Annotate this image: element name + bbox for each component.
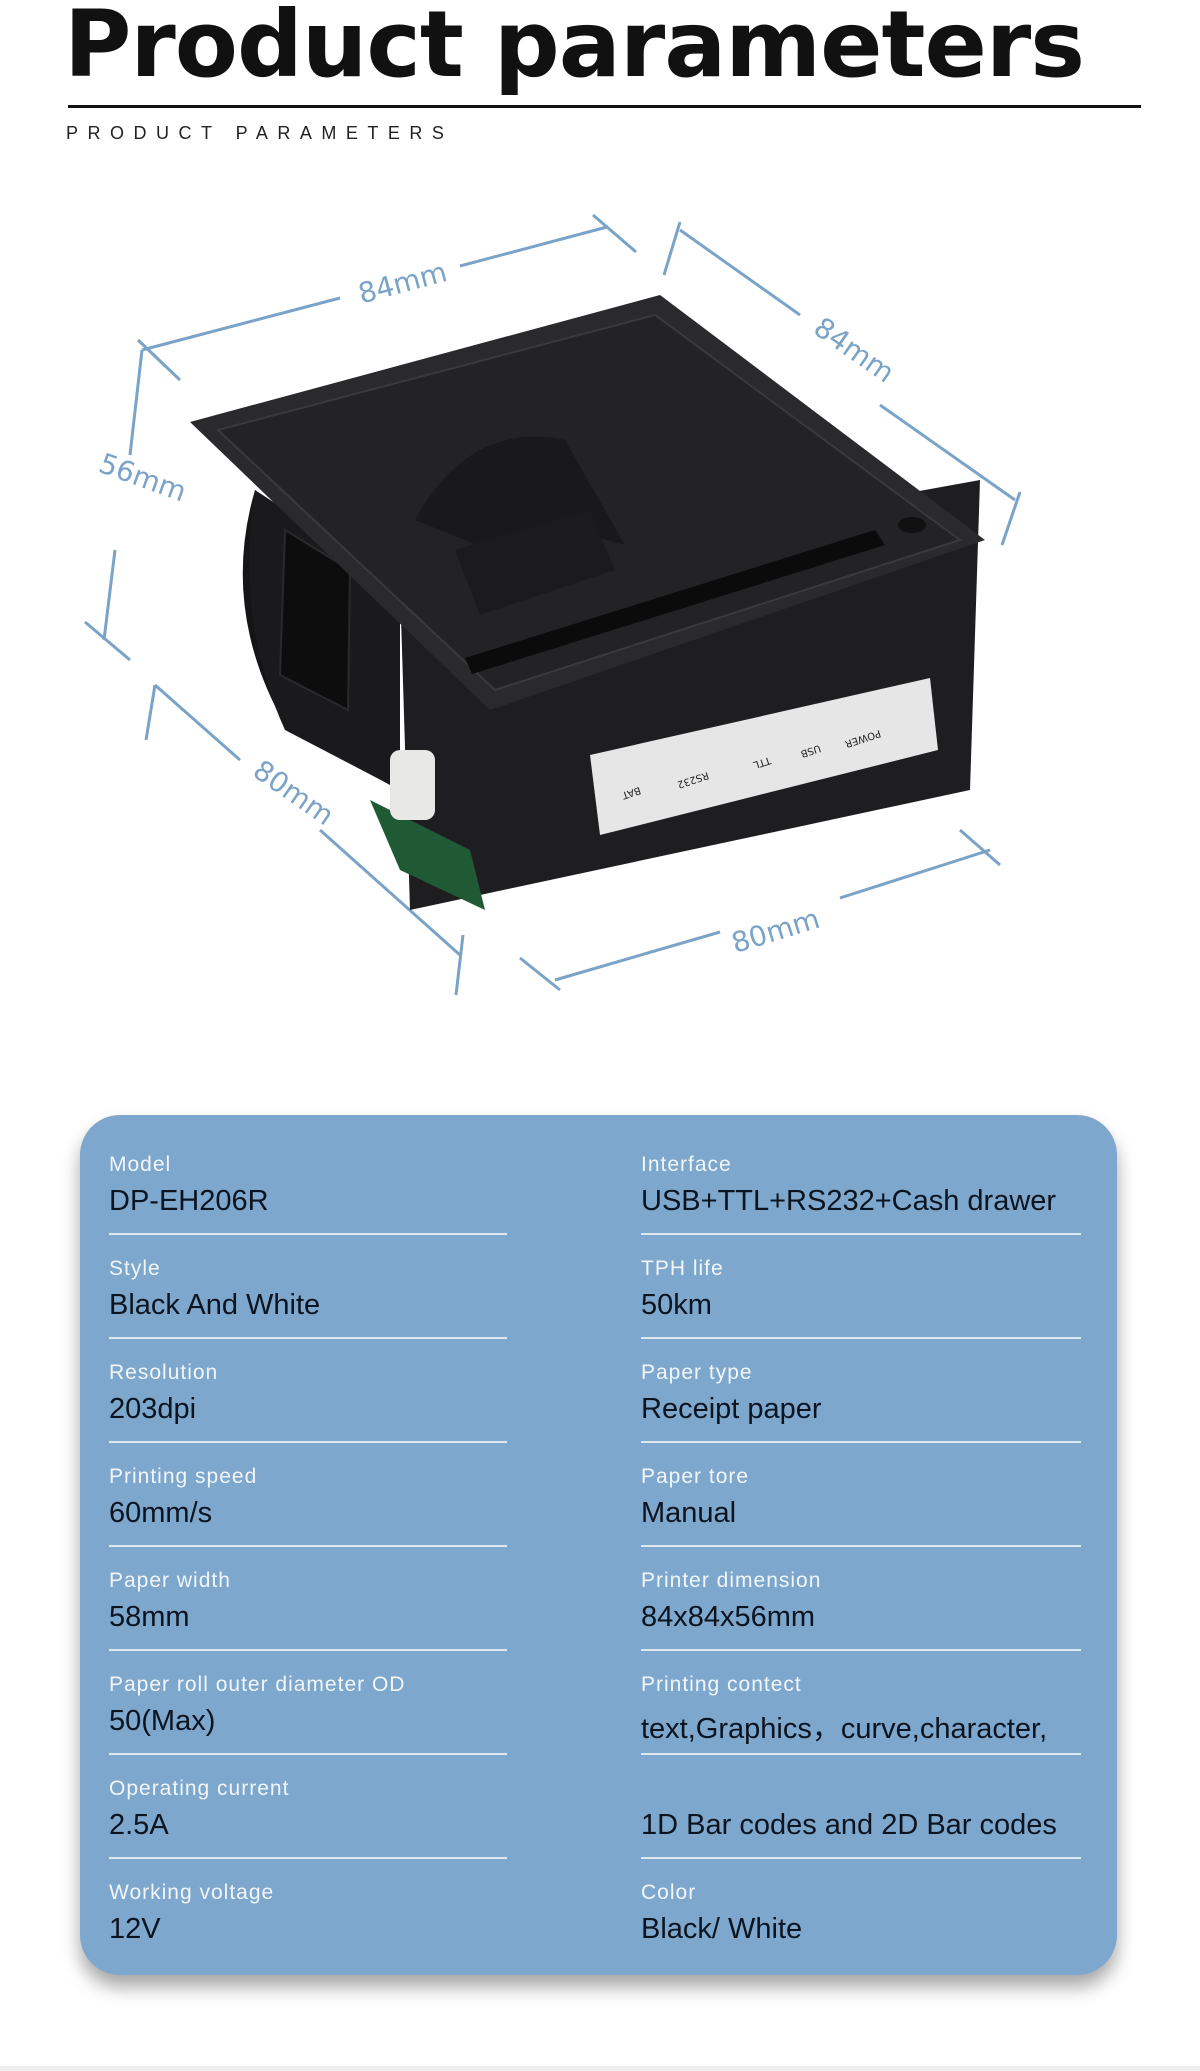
spec-divider: [109, 1753, 507, 1755]
title-underline: [68, 105, 1141, 108]
spec-value: 50km: [641, 1289, 712, 1321]
spec-value: Receipt paper: [641, 1393, 822, 1425]
spec-label: Printing speed: [109, 1465, 258, 1488]
spec-label: Printing contect: [641, 1673, 802, 1696]
spec-value: USB+TTL+RS232+Cash drawer: [641, 1185, 1057, 1217]
spec-divider: [109, 1337, 507, 1339]
page-title: Product parameters: [64, 0, 1085, 98]
spec-value: 203dpi: [109, 1393, 197, 1425]
spec-label: Operating current: [109, 1777, 290, 1800]
dim-label-top-right: 84mm: [808, 311, 901, 390]
spec-divider: [641, 1441, 1081, 1443]
spec-divider: [641, 1857, 1081, 1859]
spec-item: Resolution 203dpi: [109, 1353, 507, 1457]
spec-label: Paper roll outer diameter OD: [109, 1673, 406, 1696]
spec-divider: [641, 1337, 1081, 1339]
spec-divider: [109, 1857, 507, 1859]
spec-item: Interface USB+TTL+RS232+Cash drawer: [641, 1145, 1081, 1249]
printer-illustration: 84mm 84mm 56mm 80mm 80mm BAT RS232 TTL U…: [84, 213, 1022, 996]
spec-value: 2.5A: [109, 1809, 169, 1841]
spec-item: Paper tore Manual: [641, 1457, 1081, 1561]
spec-divider: [109, 1545, 507, 1547]
spec-value: DP-EH206R: [109, 1185, 269, 1217]
spec-value: text,Graphics，curve,character,: [641, 1713, 1048, 1745]
page-subtitle: PRODUCT PARAMETERS: [66, 123, 454, 143]
printer-body: [190, 295, 985, 910]
spec-value: 84x84x56mm: [641, 1601, 816, 1633]
spec-label: Paper type: [641, 1361, 753, 1384]
dim-label-bottom-right: 80mm: [728, 902, 824, 960]
dim-label-top-left: 84mm: [355, 255, 451, 310]
spec-value: 50(Max): [109, 1705, 216, 1737]
spec-value: 1D Bar codes and 2D Bar codes: [641, 1809, 1057, 1841]
spec-item: Paper width 58mm: [109, 1561, 507, 1665]
dim-label-bottom-left: 80mm: [247, 753, 340, 832]
spec-item: Printing contect text,Graphics，curve,cha…: [641, 1665, 1081, 1769]
page-bottom-rule: [0, 2066, 1200, 2071]
spec-label: Model: [109, 1153, 172, 1176]
spec-divider: [109, 1649, 507, 1651]
specs-panel: Model DP-EH206R Style Black And White Re…: [80, 1115, 1117, 1975]
spec-label: Resolution: [109, 1361, 219, 1384]
spec-divider: [109, 1233, 507, 1235]
spec-item: Color Black/ White: [641, 1873, 1081, 1977]
spec-item: Operating current 2.5A: [109, 1769, 507, 1873]
specs-column-left: Model DP-EH206R Style Black And White Re…: [109, 1145, 507, 1977]
spec-value: Black/ White: [641, 1913, 803, 1945]
spec-item: Style Black And White: [109, 1249, 507, 1353]
spec-item: Paper roll outer diameter OD 50(Max): [109, 1665, 507, 1769]
spec-label: Printer dimension: [641, 1569, 822, 1592]
spec-item: Printing speed 60mm/s: [109, 1457, 507, 1561]
spec-label: Color: [641, 1881, 697, 1904]
spec-divider: [109, 1441, 507, 1443]
spec-label: TPH life: [641, 1257, 724, 1280]
spec-item: Model DP-EH206R: [109, 1145, 507, 1249]
dimension-lines: [84, 213, 1022, 996]
spec-divider: [641, 1233, 1081, 1235]
spec-item: Printer dimension 84x84x56mm: [641, 1561, 1081, 1665]
spec-item: TPH life 50km: [641, 1249, 1081, 1353]
spec-value: 60mm/s: [109, 1497, 213, 1529]
spec-label: Style: [109, 1257, 161, 1280]
spec-value: Manual: [641, 1497, 737, 1529]
specs-column-right: Interface USB+TTL+RS232+Cash drawer TPH …: [641, 1145, 1081, 1977]
spec-item: 1D Bar codes and 2D Bar codes: [641, 1769, 1081, 1873]
spec-item: Paper type Receipt paper: [641, 1353, 1081, 1457]
spec-item: Working voltage 12V: [109, 1873, 507, 1977]
spec-value: Black And White: [109, 1289, 321, 1321]
spec-label: Interface: [641, 1153, 732, 1176]
spec-divider: [641, 1545, 1081, 1547]
dim-label-left: 56mm: [95, 447, 191, 509]
spec-divider: [641, 1753, 1081, 1755]
spec-value: 12V: [109, 1913, 161, 1945]
spec-label: Paper width: [109, 1569, 231, 1592]
spec-value: 58mm: [109, 1601, 190, 1633]
spec-divider: [641, 1649, 1081, 1651]
spec-label: Working voltage: [109, 1881, 275, 1904]
spec-label: Paper tore: [641, 1465, 750, 1488]
